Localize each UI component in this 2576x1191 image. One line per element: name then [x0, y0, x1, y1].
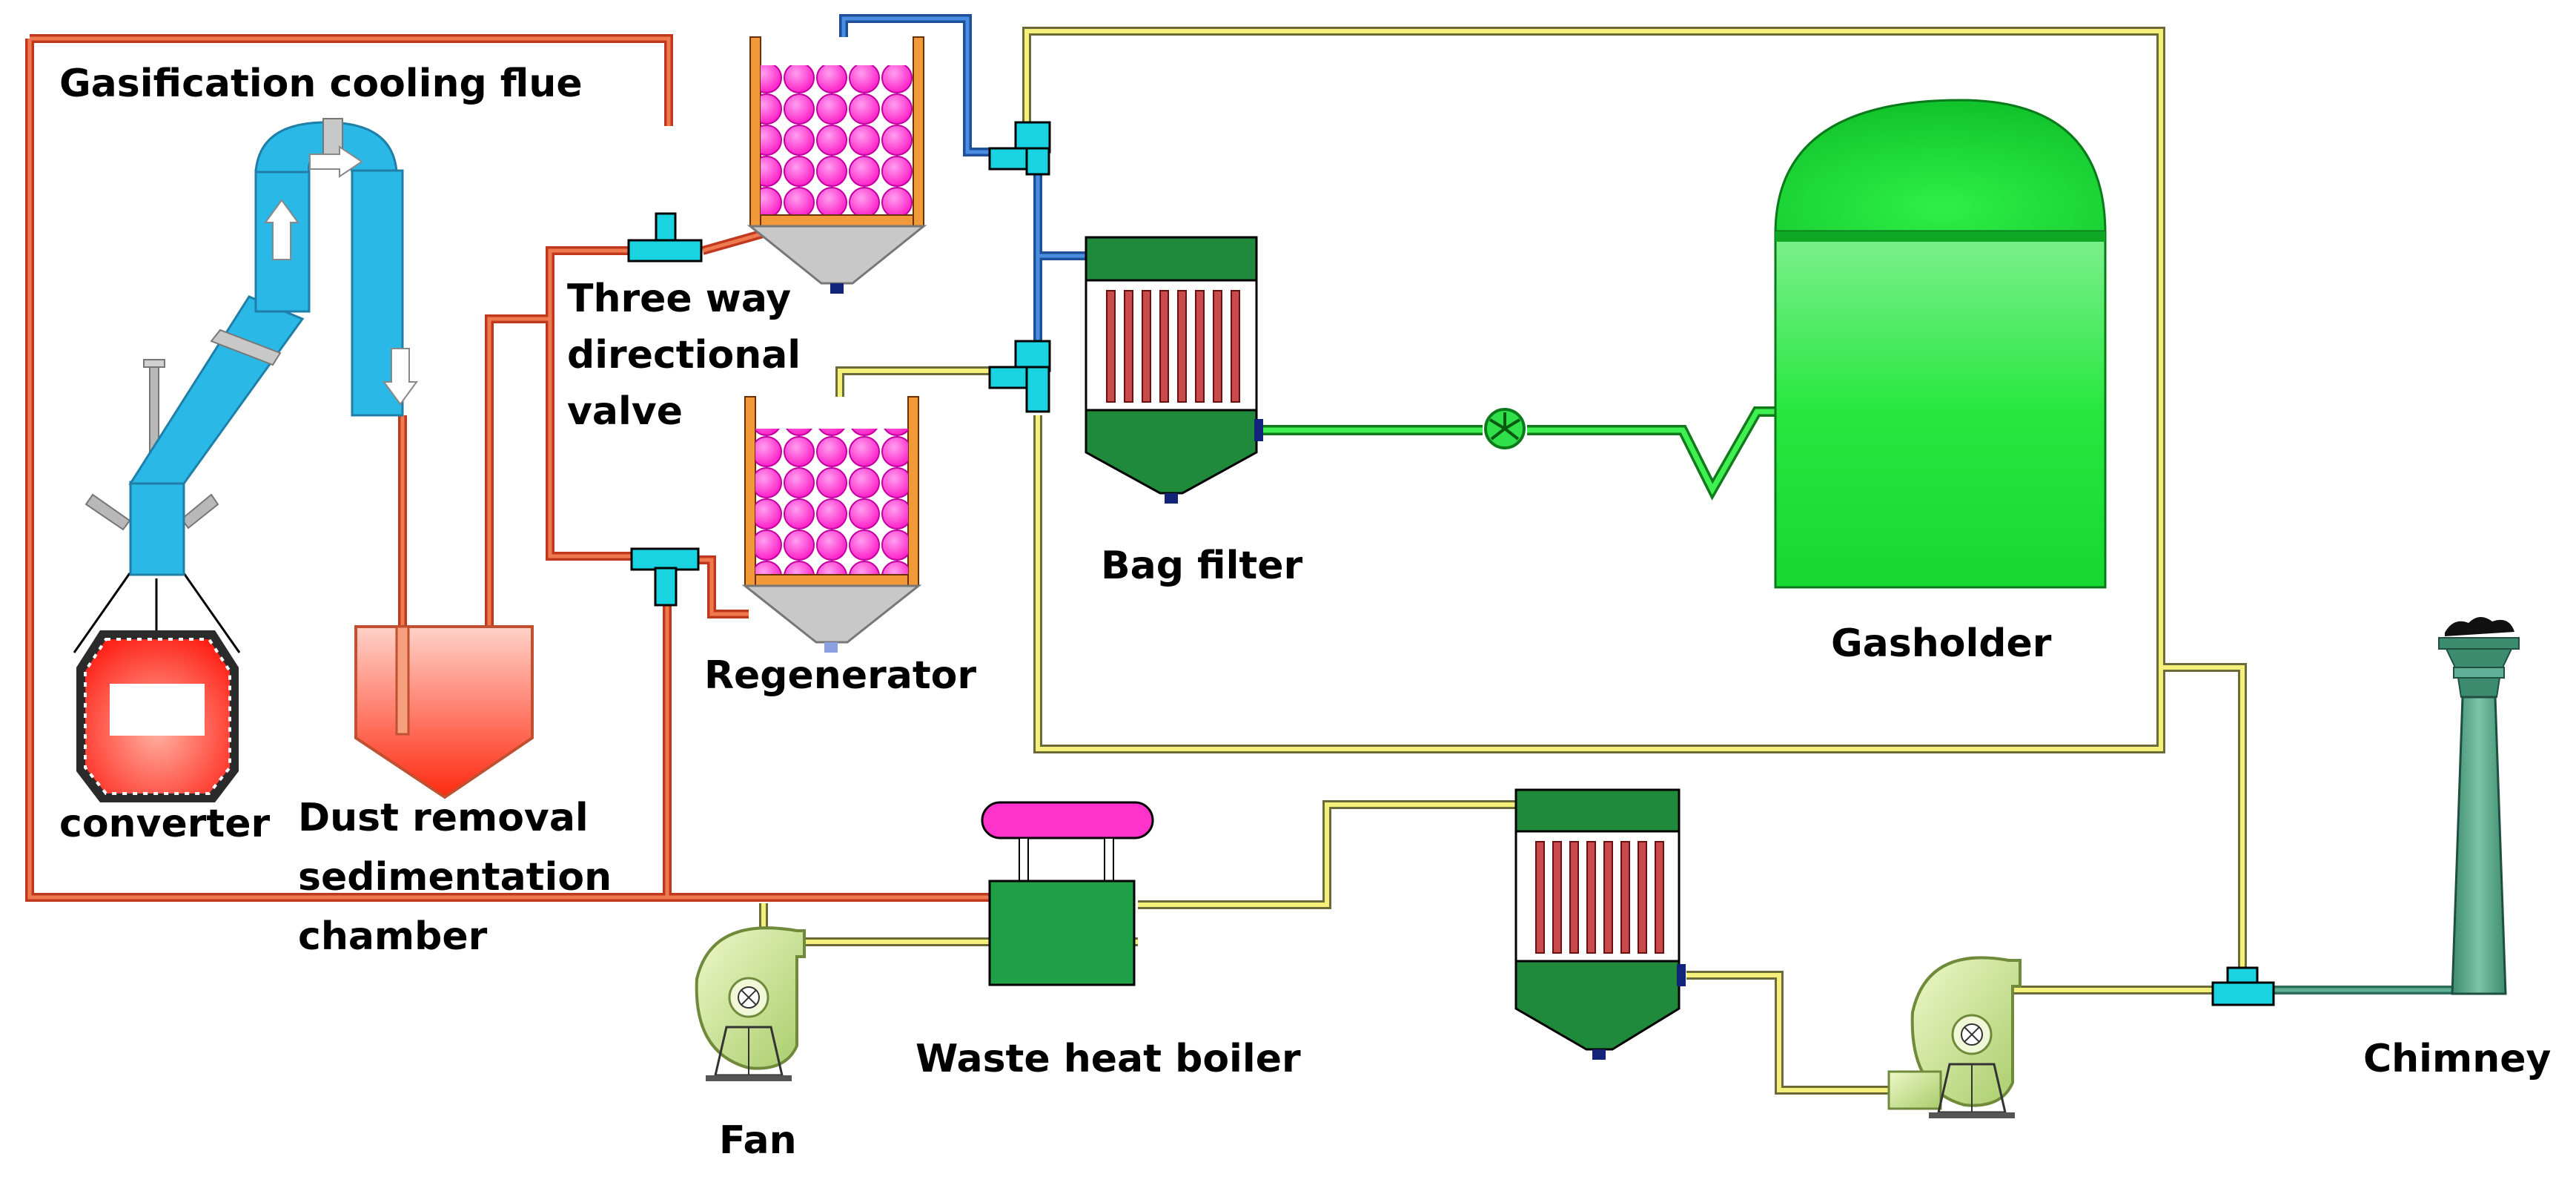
- fan-icon: [695, 926, 806, 1081]
- converter-vessel-icon: [73, 573, 241, 802]
- label-regenerator: Regenerator: [704, 653, 976, 698]
- label-chimney: Chimney: [2363, 1037, 2551, 1081]
- label-dust-removal-line-3: chamber: [298, 914, 488, 959]
- waste-heat-boiler-icon: [981, 801, 1154, 986]
- label-dust-removal-line-2: sedimentation: [298, 855, 612, 900]
- labels: Gasification cooling flue Three way dire…: [59, 62, 2551, 1163]
- booster-fan-icon: [1484, 408, 1526, 449]
- green-gas-pipe: [1260, 406, 1775, 501]
- three-way-valve-2: [630, 547, 700, 607]
- gasification-cooling-flue: [85, 118, 418, 576]
- three-way-valve-4: [988, 340, 1051, 413]
- label-gasification-cooling-flue: Gasification cooling flue: [59, 62, 583, 106]
- label-waste-heat-boiler: Waste heat boiler: [915, 1037, 1301, 1081]
- label-three-way-line-2: directional: [567, 333, 801, 377]
- chimney-icon: [2438, 616, 2520, 995]
- bag-filter-2-icon: [1514, 788, 1686, 1060]
- gasholder-icon: [1774, 99, 2107, 589]
- regenerator-icon: [746, 36, 927, 294]
- label-three-way-line-1: Three way: [567, 277, 791, 321]
- three-way-valve-5: [2211, 966, 2275, 1006]
- label-three-way-line-3: valve: [567, 389, 683, 434]
- label-dust-removal-line-1: Dust removal: [298, 796, 589, 840]
- label-bag-filter: Bag filter: [1101, 544, 1303, 588]
- dust-removal-sedimentation-chamber: [354, 625, 534, 799]
- regenerator-2-icon: [741, 396, 922, 653]
- fan-2-icon: [1887, 956, 2022, 1118]
- label-fan: Fan: [719, 1118, 797, 1163]
- three-way-valve-3: [988, 121, 1051, 176]
- label-gasholder: Gasholder: [1831, 621, 2052, 666]
- three-way-valve-1: [627, 212, 703, 263]
- bag-filter-icon: [1085, 236, 1263, 504]
- label-converter: converter: [59, 802, 271, 846]
